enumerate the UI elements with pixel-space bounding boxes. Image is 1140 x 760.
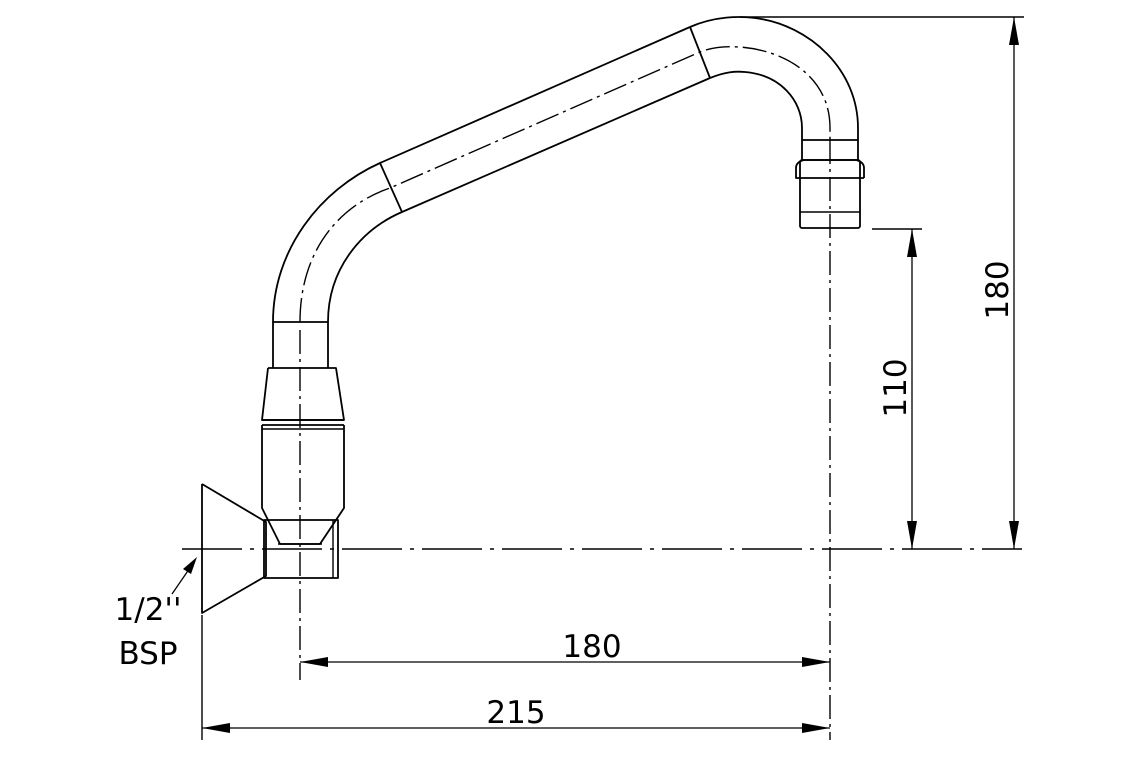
dimension-outlet-height-label: 110	[878, 358, 914, 417]
dimension-overall-width-label: 215	[486, 695, 545, 731]
connection-size-label: 1/2''	[115, 592, 182, 628]
wall-flange	[201, 483, 267, 614]
dimension-overall-width: 215	[202, 695, 830, 733]
spout-tube	[272, 16, 859, 368]
inlet-body	[261, 367, 345, 579]
dimension-reach: 180	[300, 629, 830, 667]
dimension-overall-height-label: 180	[980, 260, 1016, 319]
connection-callout: 1/2'' BSP	[115, 557, 197, 672]
dimension-outlet-height: 110	[878, 229, 917, 549]
dimension-overall-height: 180	[980, 17, 1019, 549]
dimension-reach-label: 180	[562, 629, 621, 665]
connection-thread-label: BSP	[118, 636, 177, 672]
extension-lines	[201, 16, 1024, 740]
centre-lines	[182, 46, 1022, 740]
